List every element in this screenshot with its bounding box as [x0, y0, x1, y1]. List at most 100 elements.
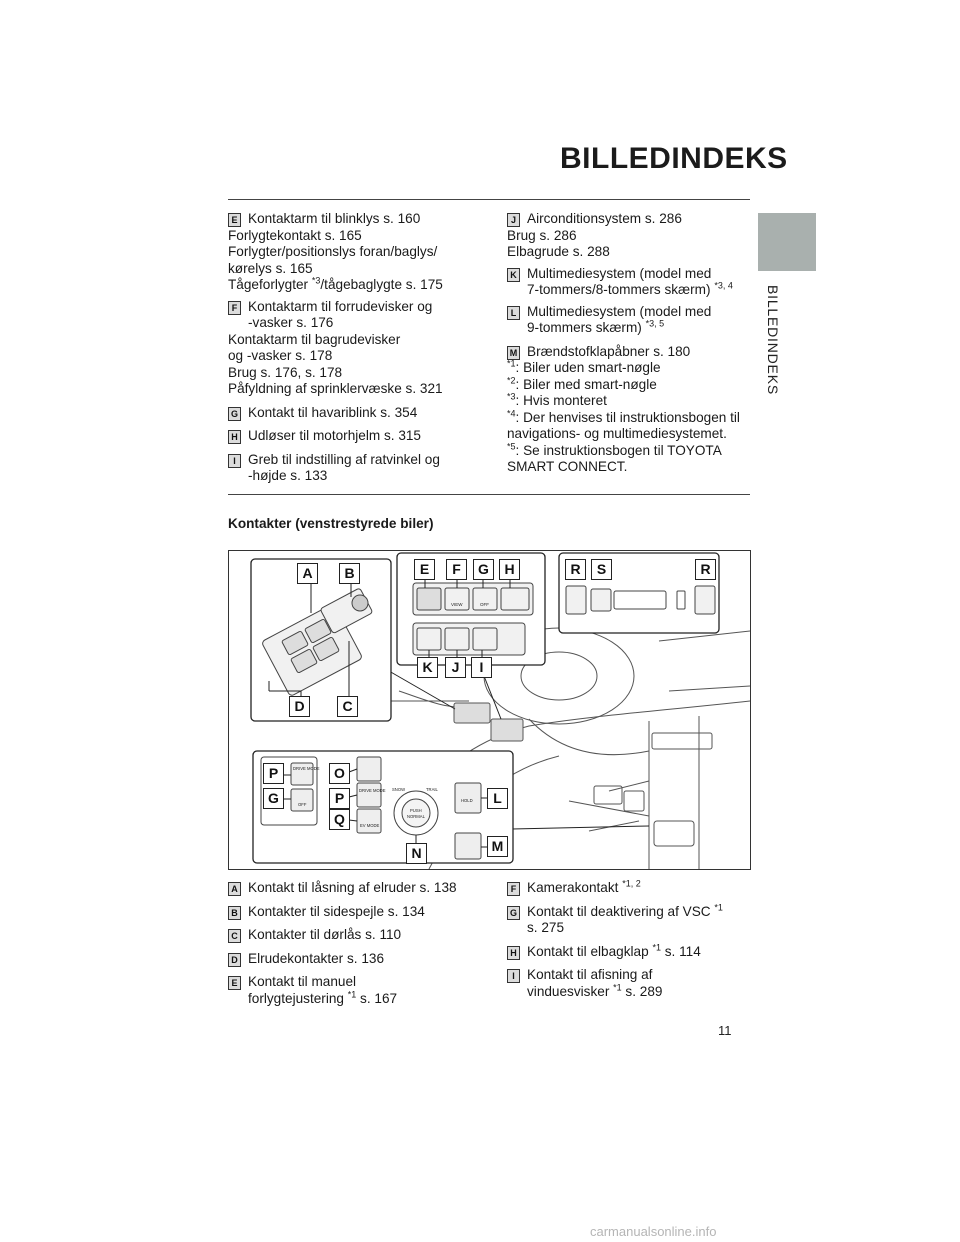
index-entry-a: A Kontakt til låsning af elruder s. 138	[228, 880, 490, 897]
footnote: *1: Biler uden smart-nøgle	[507, 358, 661, 375]
callout-j[interactable]: J	[445, 657, 466, 678]
index-entry-i: I Greb til indstilling af ratvinkel og-h…	[228, 452, 490, 485]
entry-line[interactable]: Brug s. 286	[507, 227, 577, 243]
index-entry-h: H Udløser til motorhjelm s. 315	[228, 428, 490, 445]
page-number: 11	[718, 1023, 732, 1038]
callout-d[interactable]: D	[289, 696, 310, 717]
panel-text-push: PUSH	[410, 808, 422, 813]
key-badge: M	[507, 345, 520, 360]
panel-text-hold: HOLD	[461, 798, 473, 803]
dashboard-illustration: VIEW OFF	[250, 552, 750, 869]
entry-line[interactable]: Brug s. 176, s. 178	[228, 364, 343, 380]
index-column-top-left: E Kontaktarm til blinklys s. 160 Forlygt…	[228, 211, 490, 485]
footnote-ref: *1	[347, 988, 357, 999]
index-entry-j: J Airconditionsystem s. 286	[507, 211, 752, 228]
chapter-tab[interactable]	[758, 213, 816, 271]
key-badge: H	[228, 430, 241, 444]
key-badge: A	[228, 882, 241, 896]
key-badge: H	[507, 945, 520, 960]
index-column-bottom-left: A Kontakt til låsning af elruder s. 138 …	[228, 880, 490, 1007]
key-badge: I	[507, 969, 520, 983]
panel-text-normal: NORMAL	[407, 814, 426, 819]
index-entry-h-bottom: H Kontakt til elbagklap *1 s. 114	[507, 941, 752, 961]
key-badge: F	[228, 300, 241, 315]
footnote-ref: *3, 5	[645, 318, 665, 329]
callout-i[interactable]: I	[471, 657, 492, 678]
footnote: *4: Der henvises til instruktionsbogen t…	[507, 407, 740, 441]
callout-a[interactable]: A	[297, 563, 318, 584]
callout-p-right[interactable]: P	[329, 788, 350, 809]
footnote-ref: *3, 4	[714, 280, 733, 291]
callout-c[interactable]: C	[337, 696, 358, 717]
callout-e[interactable]: E	[414, 559, 435, 580]
section-title: Kontakter (venstrestyrede biler)	[228, 516, 434, 531]
entry-text[interactable]: Kontaktarm til blinklys s. 160	[248, 211, 421, 226]
callout-m[interactable]: M	[487, 836, 508, 857]
footnote: *2: Biler med smart-nøgle	[507, 374, 657, 392]
section-rule	[228, 494, 750, 495]
key-badge: E	[228, 213, 241, 227]
callout-r-left[interactable]: R	[565, 559, 586, 580]
key-badge: G	[228, 406, 241, 421]
footnotes: *1: Biler uden smart-nøgle *2: Biler med…	[507, 358, 752, 476]
footnote-ref: *1	[613, 981, 622, 992]
index-column-bottom-right: F Kamerakontakt *1, 2 G Kontakt til deak…	[507, 878, 752, 1000]
footnote: *3: Hvis monteret	[507, 391, 607, 408]
callout-k[interactable]: K	[417, 657, 438, 678]
callout-f[interactable]: F	[446, 559, 467, 580]
key-badge: J	[507, 213, 520, 227]
callout-q[interactable]: Q	[329, 809, 350, 830]
key-badge: D	[228, 952, 241, 967]
index-entry-g: G Kontakt til havariblink s. 354	[228, 405, 490, 422]
key-badge: E	[228, 976, 241, 990]
panel-text-snow: SNOW	[392, 787, 405, 792]
panel-text-off: OFF	[298, 802, 307, 807]
callout-b[interactable]: B	[339, 563, 360, 584]
key-badge: F	[507, 882, 520, 896]
callout-l[interactable]: L	[487, 788, 508, 809]
key-badge: G	[507, 905, 520, 920]
index-column-top-right: J Airconditionsystem s. 286 Brug s. 286 …	[507, 211, 752, 476]
callout-n[interactable]: N	[406, 843, 427, 864]
entry-line[interactable]: Elbagrude s. 288	[507, 244, 610, 259]
key-badge: L	[507, 305, 520, 320]
callout-r-right[interactable]: R	[695, 559, 716, 580]
panel-text-off: OFF	[480, 602, 489, 607]
watermark: carmanualsonline.info	[590, 1224, 717, 1239]
chapter-tab-label: BILLEDINDEKS	[765, 285, 781, 395]
panel-text-view: VIEW	[451, 602, 463, 607]
panel-text-ev-mode: EV MODE	[360, 823, 380, 828]
callout-g-lower[interactable]: G	[263, 788, 284, 809]
callout-p-left[interactable]: P	[263, 763, 284, 784]
index-entry-d: D Elrudekontakter s. 136	[228, 951, 490, 968]
entry-line[interactable]: og -vasker s. 178	[228, 348, 333, 363]
callout-g[interactable]: G	[473, 559, 494, 580]
index-entry-e: E Kontaktarm til blinklys s. 160	[228, 211, 490, 228]
entry-line: Kontaktarm til bagrudevisker	[228, 331, 401, 347]
callout-o[interactable]: O	[329, 763, 350, 784]
footnote-ref: *3	[311, 275, 321, 286]
key-badge: C	[228, 929, 241, 943]
footnote-ref: *1	[652, 941, 661, 952]
entry-line: Forlygter/positionslys foran/baglys/	[228, 244, 438, 259]
callout-h[interactable]: H	[499, 559, 520, 580]
key-badge: B	[228, 905, 241, 920]
page-title: BILLEDINDEKS	[560, 142, 788, 175]
entry-line[interactable]: kørelys s. 165	[228, 260, 313, 276]
dashboard-figure: VIEW OFF	[228, 550, 751, 870]
entry-line[interactable]: Forlygtekontakt s. 165	[228, 227, 362, 243]
index-entry-f: F Kontaktarm til forrudevisker og-vasker…	[228, 299, 490, 332]
index-entry-b: B Kontakter til sidespejle s. 134	[228, 904, 490, 921]
panel-text-drive-mode: DRIVE MODE	[293, 766, 320, 771]
entry-line-fog: Tågeforlygter *3/tågebaglygte s. 175	[228, 275, 443, 292]
key-badge: K	[507, 267, 520, 282]
panel-text-drive-mode: DRIVE MODE	[359, 788, 386, 793]
entry-line[interactable]: Påfyldning af sprinklervæske s. 321	[228, 381, 443, 396]
header-rule	[228, 199, 750, 200]
footnote-ref: *1, 2	[622, 878, 641, 889]
callout-s[interactable]: S	[591, 559, 612, 580]
